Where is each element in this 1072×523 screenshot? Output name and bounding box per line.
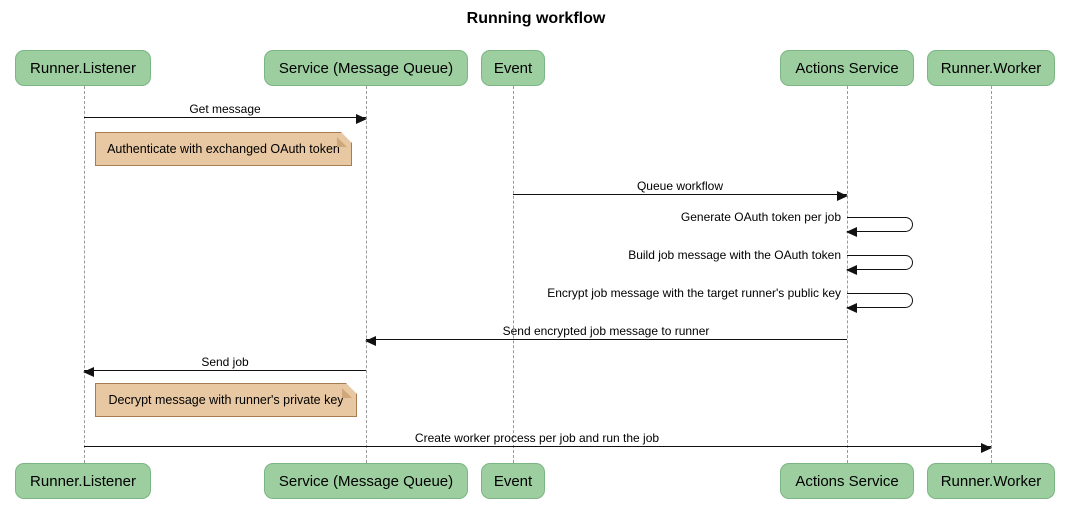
arrow-queue-workflow <box>513 191 848 201</box>
message-label-encrypt-job-message: Encrypt job message with the target runn… <box>547 286 841 300</box>
diagram-title: Running workflow <box>466 10 606 27</box>
lifeline-event <box>513 86 514 463</box>
arrowhead-left-icon <box>846 303 857 313</box>
actor-bottom-event: Event <box>481 463 545 499</box>
self-loop-build-job-message <box>846 255 913 275</box>
arrowhead-right-icon <box>981 443 992 453</box>
message-label-create-worker-process: Create worker process per job and run th… <box>414 431 660 445</box>
actor-top-runner-listener: Runner.Listener <box>15 50 151 86</box>
actor-bottom-service-message-queue: Service (Message Queue) <box>264 463 468 499</box>
actor-bottom-runner-worker: Runner.Worker <box>927 463 1055 499</box>
self-loop-generate-oauth-token <box>846 217 913 237</box>
message-label-get-message: Get message <box>189 102 261 116</box>
lifeline-runner-listener <box>84 86 85 463</box>
actor-top-actions-service: Actions Service <box>780 50 914 86</box>
arrowhead-right-icon <box>837 191 848 201</box>
arrowhead-left-icon <box>846 227 857 237</box>
arrow-get-message <box>84 114 367 124</box>
note-authenticate-oauth: Authenticate with exchanged OAuth token <box>95 132 352 166</box>
actor-bottom-runner-listener: Runner.Listener <box>15 463 151 499</box>
actor-bottom-actions-service: Actions Service <box>780 463 914 499</box>
actor-top-event: Event <box>481 50 545 86</box>
lifeline-runner-worker <box>991 86 992 463</box>
note-text: Decrypt message with runner's private ke… <box>108 393 344 407</box>
message-label-send-job: Send job <box>201 355 249 369</box>
self-loop-encrypt-job-message <box>846 293 913 313</box>
arrow-send-encrypted-job <box>365 336 847 346</box>
message-label-send-encrypted-job: Send encrypted job message to runner <box>502 324 710 338</box>
note-decrypt-private-key: Decrypt message with runner's private ke… <box>95 383 357 417</box>
message-label-generate-oauth-token: Generate OAuth token per job <box>680 210 841 224</box>
arrowhead-left-icon <box>83 367 94 377</box>
message-label-build-job-message: Build job message with the OAuth token <box>628 248 841 262</box>
arrowhead-left-icon <box>365 336 376 346</box>
message-label-queue-workflow: Queue workflow <box>636 179 724 193</box>
actor-top-service-message-queue: Service (Message Queue) <box>264 50 468 86</box>
note-text: Authenticate with exchanged OAuth token <box>107 142 340 156</box>
arrow-send-job <box>83 367 366 377</box>
arrow-create-worker-process <box>84 443 992 453</box>
arrowhead-right-icon <box>356 114 367 124</box>
lifeline-service-message-queue <box>366 86 367 463</box>
arrowhead-left-icon <box>846 265 857 275</box>
actor-top-runner-worker: Runner.Worker <box>927 50 1055 86</box>
